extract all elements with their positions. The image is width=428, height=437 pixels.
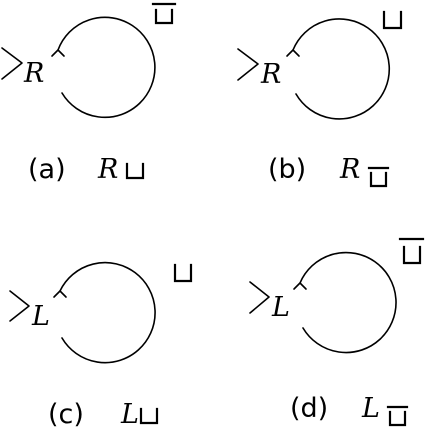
caption: (b) R (268, 154, 390, 188)
caption-prefix: (a) (28, 154, 66, 185)
panel-c: L (c) L (9, 261, 193, 430)
caption-blank-symbol (139, 407, 159, 425)
blank-symbol-with-bar (398, 237, 425, 265)
caption-prefix: (c) (48, 399, 84, 430)
caption: (c) L (48, 399, 159, 430)
caption-state: L (120, 399, 139, 430)
state-label: L (31, 301, 50, 332)
caption: (d) L (290, 393, 409, 427)
blank-symbol (173, 263, 193, 283)
panel-b: R (b) R (237, 10, 403, 188)
loop-arrowhead (286, 49, 300, 57)
loop-arrowhead (51, 49, 65, 57)
caption: (a) R (28, 154, 145, 185)
caption-state: R (339, 154, 360, 185)
start-marker (9, 290, 30, 322)
blank-symbol (382, 10, 403, 30)
caption-blank-symbol (125, 162, 145, 180)
panel-d: L (d) L (249, 237, 425, 427)
self-loop-arc (59, 261, 156, 364)
caption-prefix: (b) (268, 154, 306, 185)
state-label: R (260, 59, 281, 90)
loop-arrowhead (293, 282, 307, 290)
self-loop-arc (292, 18, 391, 120)
caption-blank-symbol (369, 171, 388, 188)
start-marker (1, 47, 23, 80)
caption-state: L (361, 393, 380, 424)
caption-blank-symbol (388, 410, 407, 427)
start-marker (237, 48, 259, 81)
state-label: R (23, 58, 44, 89)
state-label: L (271, 292, 290, 323)
loop-arrowhead (53, 290, 67, 298)
caption-state: R (97, 154, 118, 185)
panel-a: R (a) R (1, 2, 177, 185)
blank-symbol-with-bar (151, 2, 177, 25)
caption-prefix: (d) (290, 393, 328, 424)
self-loop-arc (57, 16, 156, 119)
self-loop-arc (299, 251, 397, 354)
start-marker (249, 281, 270, 314)
